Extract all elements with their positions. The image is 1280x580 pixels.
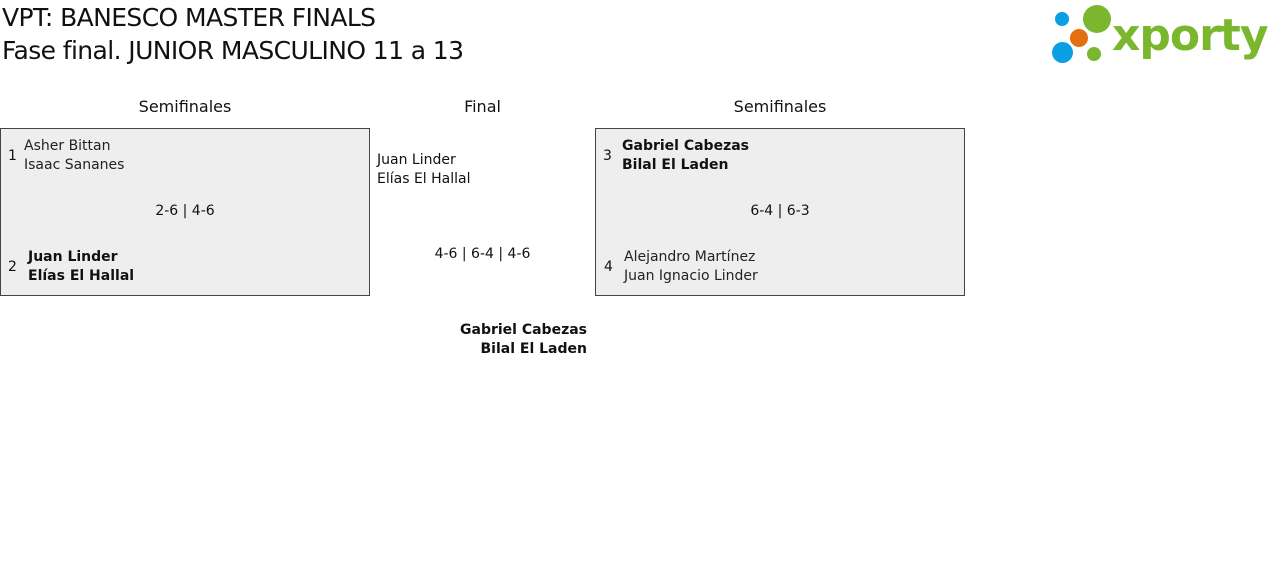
player-name: Asher Bittan <box>24 138 111 154</box>
player-name: Elías El Hallal <box>377 171 471 187</box>
logo-wordmark: xporty <box>1112 10 1269 61</box>
semifinal-right-match[interactable]: 3 Gabriel Cabezas Bilal El Laden 6-4 | 6… <box>595 128 965 296</box>
logo-dot-green-small <box>1087 47 1101 61</box>
team-3-names-winner: Gabriel Cabezas Bilal El Laden <box>622 137 749 175</box>
final-score: 4-6 | 6-4 | 4-6 <box>434 246 531 262</box>
player-name: Bilal El Laden <box>480 341 587 357</box>
player-name: Isaac Sananes <box>24 157 125 173</box>
seed-number: 1 <box>8 148 17 164</box>
logo-dot-orange <box>1070 29 1088 47</box>
player-name: Gabriel Cabezas <box>460 322 587 338</box>
team-4-names: Alejandro Martínez Juan Ignacio Linder <box>624 248 758 286</box>
team-2-names-winner: Juan Linder Elías El Hallal <box>28 248 134 286</box>
column-header-final: Final <box>464 97 501 116</box>
phase-title: Fase final. JUNIOR MASCULINO 11 a 13 <box>2 36 464 65</box>
player-name: Juan Linder <box>28 249 118 265</box>
player-name: Alejandro Martínez <box>624 249 756 265</box>
seed-number: 2 <box>8 259 17 275</box>
semifinal-left-match[interactable]: 1 Asher Bittan Isaac Sananes 2-6 | 4-6 2… <box>0 128 370 296</box>
player-name: Elías El Hallal <box>28 268 135 284</box>
seed-number: 3 <box>603 148 612 164</box>
final-team-2-names-winner: Gabriel Cabezas Bilal El Laden <box>370 321 587 359</box>
player-name: Gabriel Cabezas <box>622 138 749 154</box>
logo-dot-green-large <box>1083 5 1111 33</box>
xporty-logo[interactable]: xporty <box>1050 2 1278 68</box>
final-team-1-names: Juan Linder Elías El Hallal <box>377 151 471 189</box>
team-1-names: Asher Bittan Isaac Sananes <box>24 137 124 175</box>
column-header-semifinal-left: Semifinales <box>138 97 232 116</box>
column-header-semifinal-right: Semifinales <box>733 97 827 116</box>
player-name: Juan Ignacio Linder <box>624 268 758 284</box>
seed-number: 4 <box>604 259 613 275</box>
logo-dot-blue-bottom <box>1052 42 1073 63</box>
match-score: 6-4 | 6-3 <box>750 203 810 219</box>
tournament-title: VPT: BANESCO MASTER FINALS <box>2 3 376 32</box>
logo-dot-blue-top <box>1055 12 1069 26</box>
player-name: Juan Linder <box>377 152 456 168</box>
match-score: 2-6 | 4-6 <box>155 203 215 219</box>
player-name: Bilal El Laden <box>622 157 729 173</box>
